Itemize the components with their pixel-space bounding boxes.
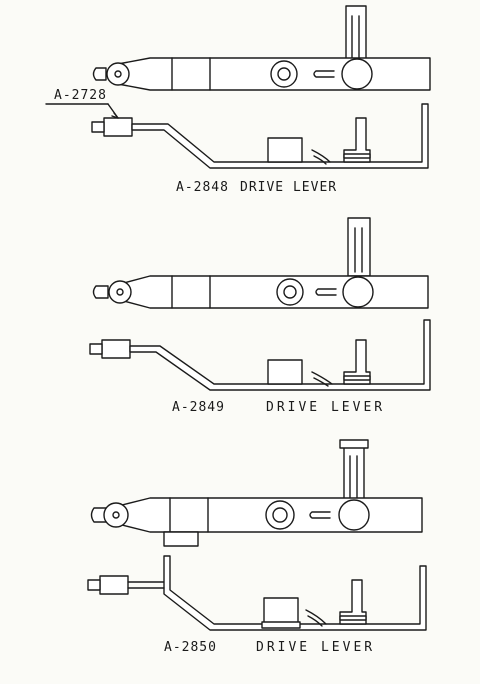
drive-lever-a2850-top-view [90, 439, 423, 547]
callout-part-number: A-2728 [54, 88, 107, 103]
drawing-2-title: DRIVE LEVER [266, 400, 386, 415]
drive-lever-a2849-top-view [92, 217, 429, 309]
drawing-1-part-number: A-2848 [176, 180, 229, 195]
drive-lever-a2849-side-view [89, 319, 431, 391]
drive-lever-a2850-side-view [87, 555, 427, 631]
drawing-2-part-number: A-2849 [172, 400, 225, 415]
drive-lever-a2848-side-view [91, 103, 429, 169]
drawing-3-title: DRIVE LEVER [256, 640, 376, 655]
drawing-1-title: DRIVE LEVER [240, 180, 338, 195]
drive-lever-a2848-top-view [92, 5, 431, 91]
drawing-3-part-number: A-2850 [164, 640, 217, 655]
callout-leader-a2728 [45, 103, 119, 119]
